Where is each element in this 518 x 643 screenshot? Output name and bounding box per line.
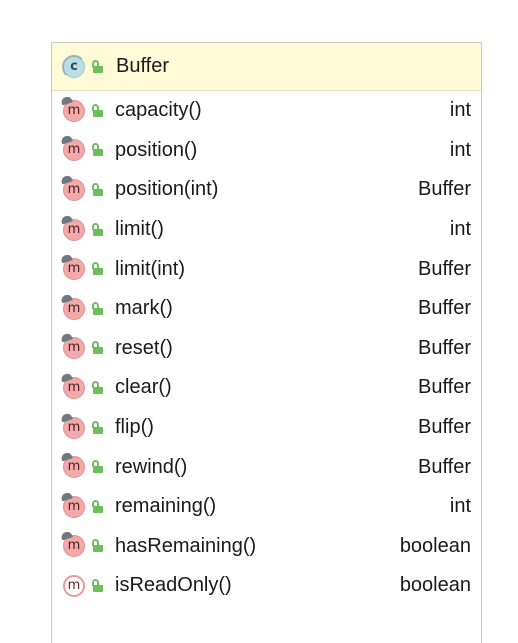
public-lock-icon [91,460,103,474]
member-list: m capacity() int m position() int m posi… [52,91,481,606]
public-lock-icon [91,262,103,276]
return-type: Buffer [418,376,471,399]
method-name: position(int) [115,178,219,201]
public-lock-icon [91,182,103,197]
public-lock-icon [91,143,103,157]
return-type: Buffer [418,257,471,280]
method-name: flip() [115,416,154,439]
member-row[interactable]: m rewind() Buffer [52,447,481,487]
method-icon: m [60,491,85,518]
method-icon: m [60,174,85,201]
public-lock-icon [91,578,103,593]
return-type: int [449,495,471,518]
public-lock-icon [91,59,103,74]
method-name: rewind() [115,455,188,478]
member-row[interactable]: m limit() int [52,210,481,250]
public-lock-icon [91,499,103,514]
return-type: Buffer [418,455,471,478]
member-row[interactable]: m mark() Buffer [52,289,481,329]
structure-popup: c Buffer m capacity() int m position() i… [51,42,482,643]
return-type: boolean [399,534,471,557]
public-lock-icon [91,539,103,553]
member-row[interactable]: m clear() Buffer [52,368,481,408]
method-icon: m [60,412,85,439]
member-row[interactable]: m position(int) Buffer [52,170,481,210]
return-type: boolean [399,574,471,597]
abstract-method-icon: m [63,574,85,597]
method-icon: m [60,332,85,360]
public-lock-icon [91,222,103,237]
return-type: int [449,99,471,122]
member-row[interactable]: m reset() Buffer [52,329,481,369]
member-row[interactable]: m flip() Buffer [52,408,481,448]
return-type: int [449,138,471,161]
method-icon: m [60,214,85,241]
method-icon: m [60,253,85,281]
return-type: int [449,218,471,241]
return-type: Buffer [418,297,471,320]
public-lock-icon [91,380,103,395]
method-icon: m [60,293,85,320]
return-type: Buffer [418,178,471,201]
member-row[interactable]: m isReadOnly() boolean [52,566,481,606]
public-lock-icon [91,301,103,316]
method-name: reset() [115,336,173,359]
public-lock-icon [91,103,103,118]
method-name: hasRemaining() [115,534,257,557]
class-icon: c [62,54,86,79]
method-name: mark() [115,297,173,320]
member-row[interactable]: m capacity() int [52,91,481,131]
return-type: Buffer [418,336,471,359]
method-name: clear() [115,376,172,399]
member-row[interactable]: m remaining() int [52,487,481,527]
return-type: Buffer [418,416,471,439]
member-row[interactable]: m limit(int) Buffer [52,249,481,289]
method-name: capacity() [115,99,202,122]
method-icon: m [60,451,85,479]
method-name: position() [115,138,198,161]
method-name: limit() [115,218,164,241]
member-row[interactable]: m position() int [52,131,481,171]
member-row[interactable]: m hasRemaining() boolean [52,527,481,567]
method-icon: m [60,95,85,122]
class-name: Buffer [116,55,169,77]
class-header[interactable]: c Buffer [52,43,481,91]
public-lock-icon [91,420,103,435]
method-icon: m [60,134,85,162]
method-name: isReadOnly() [115,574,232,597]
method-name: remaining() [115,495,217,518]
method-icon: m [60,530,85,558]
public-lock-icon [91,341,103,355]
method-name: limit(int) [115,257,185,280]
method-icon: m [60,372,85,399]
